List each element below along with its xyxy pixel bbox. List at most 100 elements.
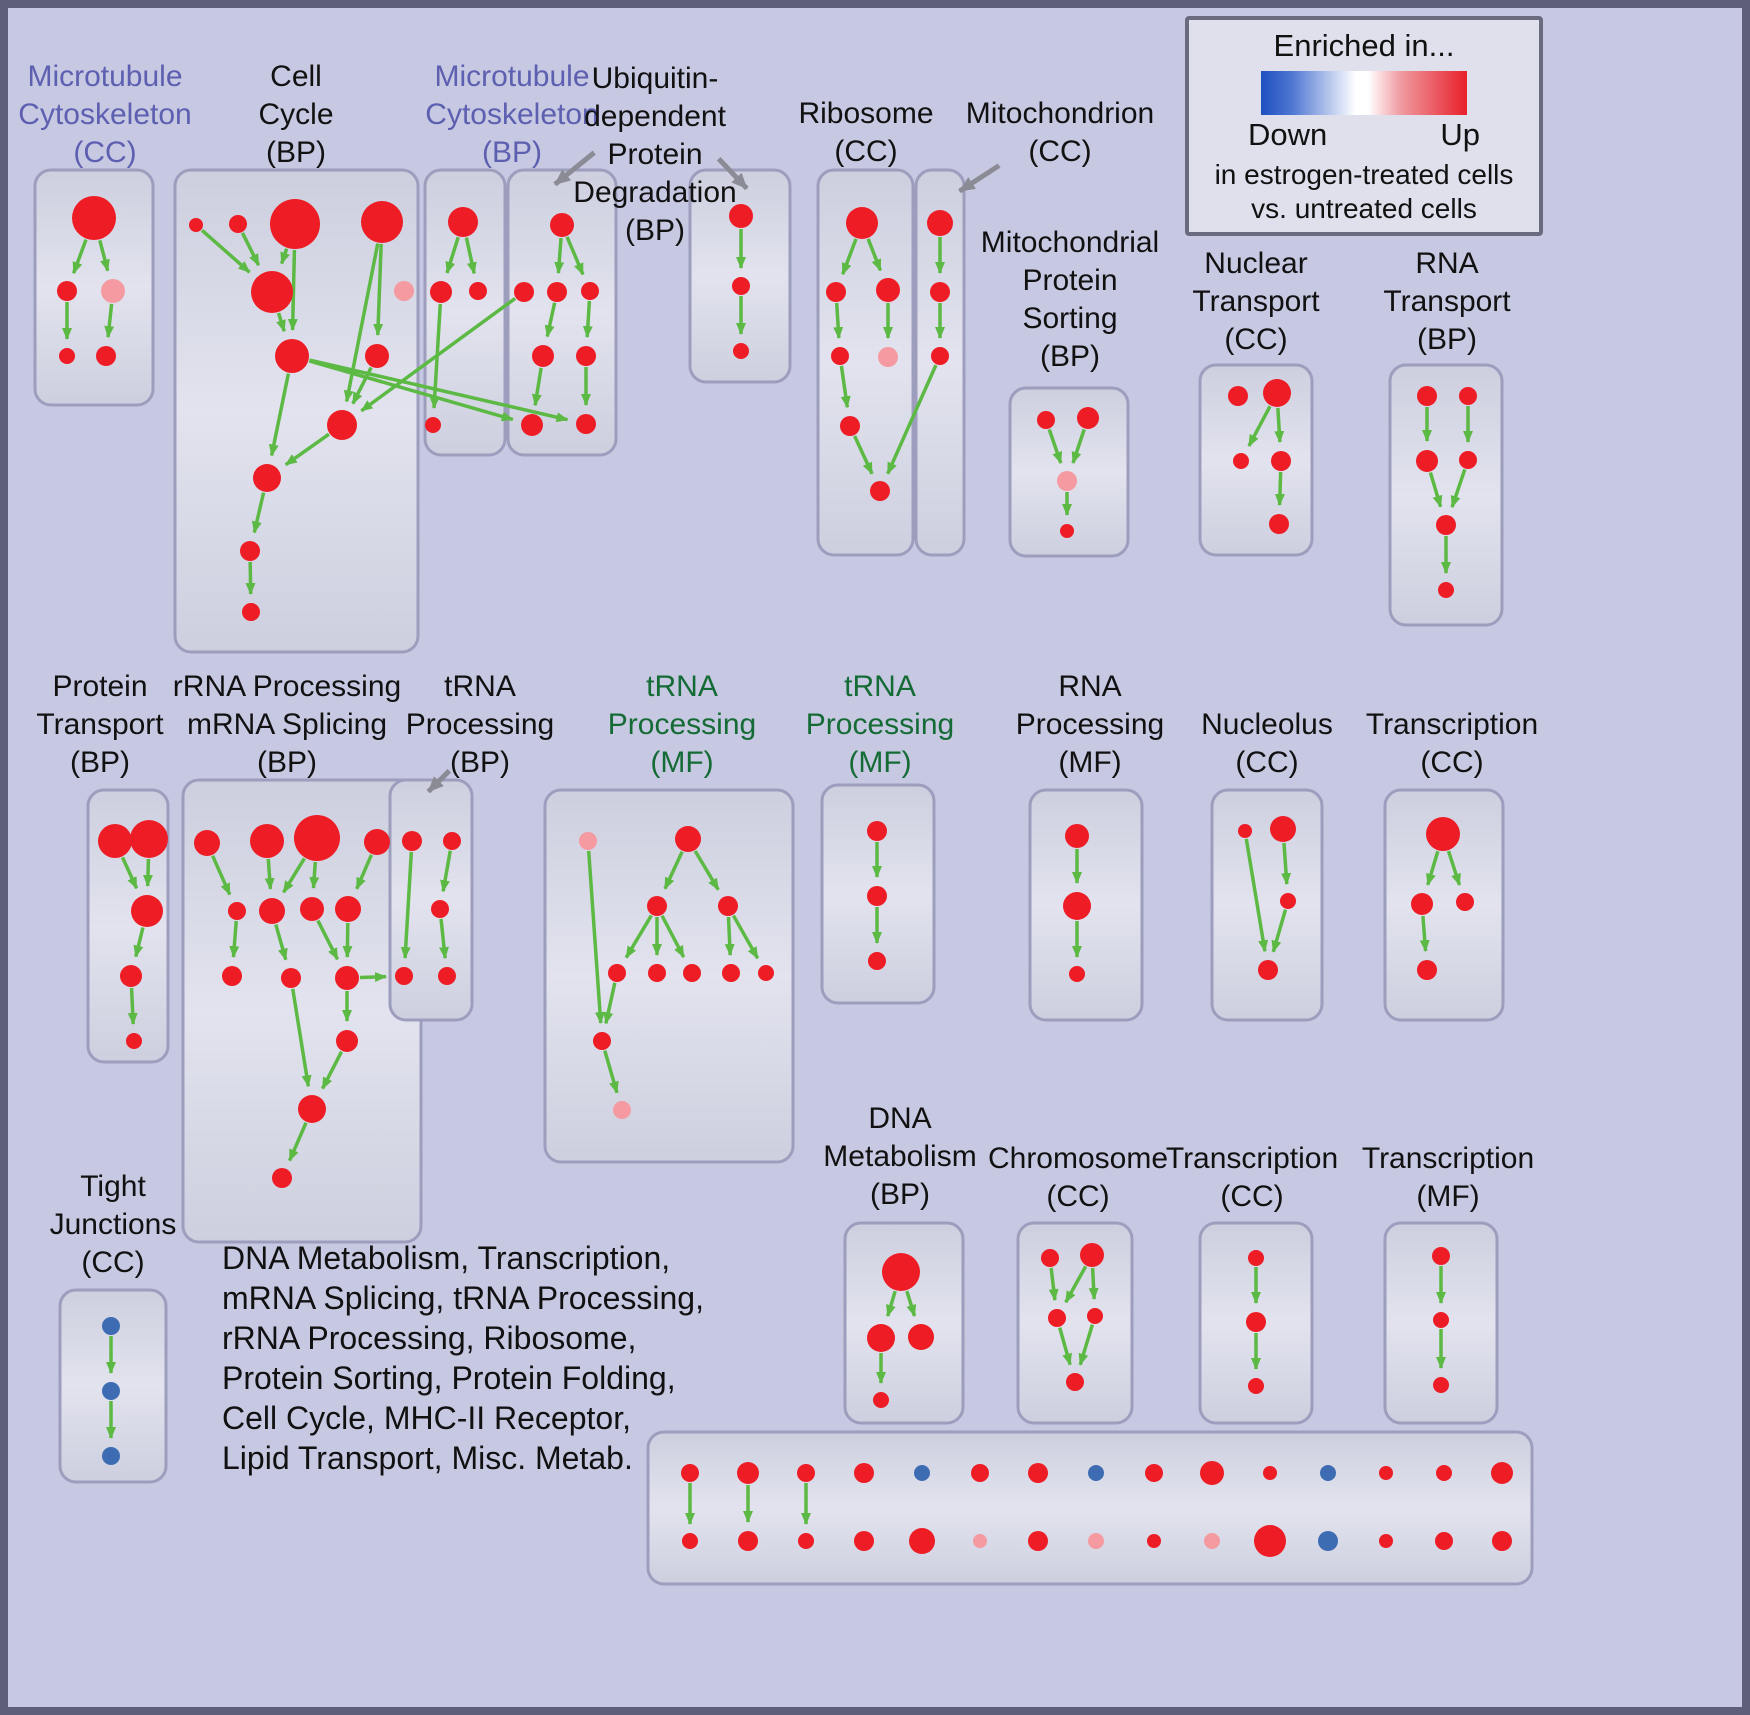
- gene-node-up: [1456, 893, 1474, 911]
- gene-node-up: [1048, 1309, 1066, 1327]
- gene-node-up: [521, 414, 543, 436]
- gene-node-up: [131, 895, 163, 927]
- gene-node-up: [430, 281, 452, 303]
- gene-node-up: [275, 339, 309, 373]
- cluster-label-trna-processing-mf-1: tRNA Processing (MF): [607, 670, 757, 779]
- gene-node-up: [1063, 892, 1091, 920]
- network-edge: [853, 435, 874, 475]
- network-edge: [268, 373, 291, 457]
- footnote-line: rRNA Processing, Ribosome,: [222, 1320, 637, 1356]
- gene-node-up: [867, 886, 887, 906]
- gene-node-up: [581, 282, 599, 300]
- cluster-label-tight-junctions-cc: Tight Junctions (CC): [49, 1170, 177, 1279]
- gene-node-up: [909, 1528, 935, 1554]
- gene-node-up: [1280, 893, 1296, 909]
- gene-node-up: [1147, 1534, 1161, 1548]
- cluster-box-mixed-functions-strip: [646, 1430, 1534, 1586]
- network-edge: [284, 432, 330, 467]
- gene-node-up: [1379, 1466, 1393, 1480]
- network-edge: [274, 923, 288, 961]
- network-edge: [885, 1290, 897, 1317]
- gene-node-up: [1433, 1312, 1449, 1328]
- gene-node-up: [971, 1464, 989, 1482]
- gene-node-up: [873, 1392, 889, 1408]
- gene-node-up: [126, 1033, 142, 1049]
- network-edge: [663, 850, 684, 890]
- gene-node-up: [1254, 1525, 1286, 1557]
- gene-node-up: [448, 207, 478, 237]
- gene-node-up: [1087, 1308, 1103, 1324]
- gene-node-up: [908, 1324, 934, 1350]
- gene-node-up: [365, 344, 389, 368]
- cluster-label-transcription-mf: Transcription (MF): [1361, 1142, 1535, 1213]
- network-edge: [731, 914, 760, 960]
- gene-node-up: [361, 201, 403, 243]
- gene-node-down: [914, 1465, 930, 1481]
- gene-node-up: [1238, 824, 1252, 838]
- gene-node-up: [298, 1095, 326, 1123]
- cluster-box-nuclear-transport-cc: [1198, 363, 1314, 557]
- gene-node-up: [576, 414, 596, 434]
- gene-node-slightly-up: [394, 281, 414, 301]
- cluster-box-protein-transport-bp: [86, 788, 170, 1064]
- ubiquitin-degradation-label: Ubiquitin- dependent Protein Degradation…: [573, 62, 737, 247]
- gene-node-up: [253, 464, 281, 492]
- gene-node-slightly-up: [878, 347, 898, 367]
- network-edge: [287, 1122, 308, 1162]
- gene-node-up: [550, 213, 574, 237]
- gene-node-up: [927, 210, 953, 236]
- gene-node-up: [1411, 893, 1433, 915]
- cluster-label-nuclear-transport-cc: Nuclear Transport (CC): [1192, 247, 1320, 356]
- gene-node-up: [882, 1253, 920, 1291]
- cluster-label-microtubule-cytoskeleton-bp: Microtubule Cytoskeleton (BP): [425, 60, 599, 169]
- network-edge: [603, 1050, 619, 1094]
- gene-node-up: [867, 821, 887, 841]
- gene-node-up: [1417, 386, 1437, 406]
- legend-subtitle-line1: in estrogen-treated cells: [1214, 159, 1514, 190]
- gene-node-up: [1258, 960, 1278, 980]
- network-edge: [1088, 1267, 1099, 1301]
- network-edge: [287, 249, 298, 332]
- network-edge: [531, 367, 543, 407]
- cluster-label-transcription-cc-bottom: Transcription (CC): [1165, 1142, 1339, 1213]
- annotation-arrow: [553, 150, 596, 187]
- gene-node-up: [189, 218, 203, 232]
- gene-node-up: [797, 1464, 815, 1482]
- network-edge: [120, 856, 139, 890]
- cluster-label-ribosome-cc: Ribosome (CC): [798, 97, 934, 168]
- cluster-label-protein-transport-bp: Protein Transport (BP): [36, 670, 164, 779]
- gene-node-up: [336, 1030, 358, 1052]
- legend-subtitle-line2: vs. untreated cells: [1251, 193, 1477, 224]
- network-edge: [355, 854, 374, 890]
- network-edge: [439, 918, 449, 960]
- cluster-label-rna-transport-bp: RNA Transport (BP): [1383, 247, 1511, 356]
- gene-node-up: [1432, 1247, 1450, 1265]
- network-edge: [276, 312, 286, 333]
- cluster-box-chromosome-cc: [1016, 1221, 1134, 1425]
- gene-node-up: [1263, 379, 1291, 407]
- network-edge: [544, 302, 557, 338]
- network-edge: [211, 855, 232, 896]
- gene-node-up: [443, 832, 461, 850]
- gene-node-up: [737, 1462, 759, 1484]
- network-edge: [1450, 468, 1467, 508]
- gene-node-up: [242, 603, 260, 621]
- gene-node-up: [1435, 1532, 1453, 1550]
- gene-node-up: [718, 896, 738, 916]
- network-edge: [279, 248, 290, 265]
- cluster-box-cell-cycle-bp: [173, 168, 420, 654]
- network-edge: [104, 303, 115, 339]
- gene-node-up: [1379, 1534, 1393, 1548]
- gene-node-up: [96, 346, 116, 366]
- network-edge: [143, 858, 153, 888]
- network-edge: [624, 914, 653, 959]
- legend-box: Enriched in... Down Up in estrogen-treat…: [1185, 16, 1543, 236]
- network-edge: [586, 850, 605, 1025]
- network-edge: [833, 302, 844, 340]
- gene-node-up: [240, 541, 260, 561]
- gene-node-up: [1060, 524, 1074, 538]
- footnote-line: Cell Cycle, MHC-II Receptor,: [222, 1400, 631, 1436]
- cluster-label-nucleolus-cc: Nucleolus (CC): [1201, 708, 1333, 779]
